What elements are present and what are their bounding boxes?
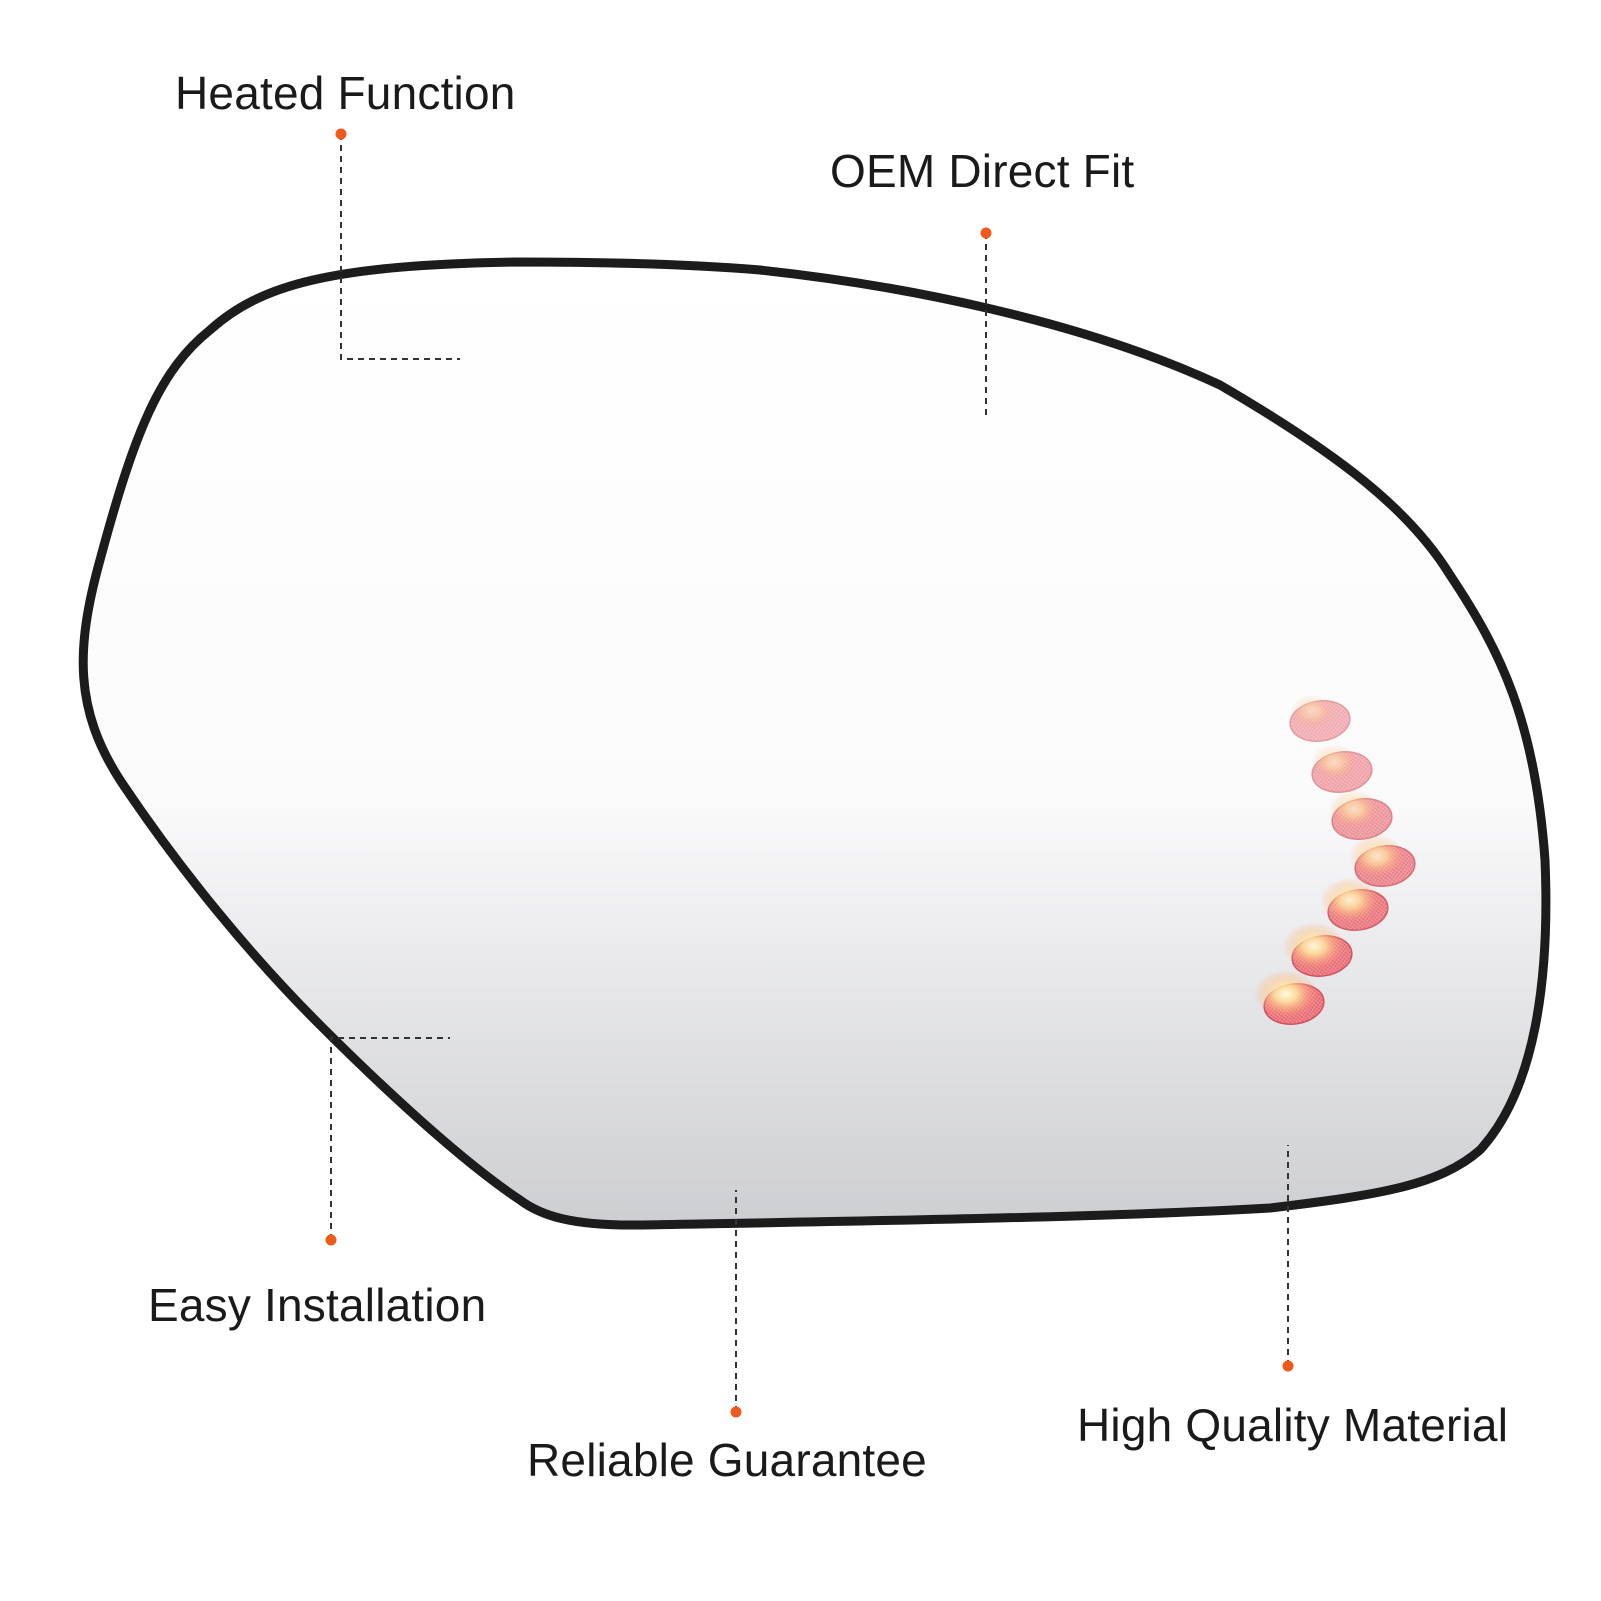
leader-easy-installation xyxy=(330,1037,450,1240)
label-oem-direct-fit: OEM Direct Fit xyxy=(830,145,1135,197)
callout-leader-lines xyxy=(330,134,1289,1412)
dot-high-quality-material xyxy=(1282,1360,1294,1372)
label-easy-installation: Easy Installation xyxy=(148,1279,487,1331)
leader-heated-function xyxy=(340,134,460,360)
led-glow xyxy=(1282,922,1346,970)
dot-reliable-guarantee xyxy=(730,1406,742,1418)
callout-dots xyxy=(325,128,1294,1418)
led-glow xyxy=(1349,835,1405,877)
label-high-quality-material: High Quality Material xyxy=(1077,1399,1509,1451)
dot-heated-function xyxy=(335,128,347,140)
led-glow xyxy=(1311,744,1357,780)
led-glow xyxy=(1290,694,1334,728)
led-glow xyxy=(1320,877,1380,923)
label-heated-function: Heated Function xyxy=(175,67,516,119)
dot-oem-direct-fit xyxy=(980,227,992,239)
turn-signal-led-array xyxy=(1254,694,1416,1025)
label-reliable-guarantee: Reliable Guarantee xyxy=(527,1434,927,1486)
led-glow xyxy=(1254,970,1318,1018)
mirror-glass xyxy=(78,257,1551,1230)
dot-easy-installation xyxy=(325,1234,337,1246)
led-glow xyxy=(1329,790,1379,828)
